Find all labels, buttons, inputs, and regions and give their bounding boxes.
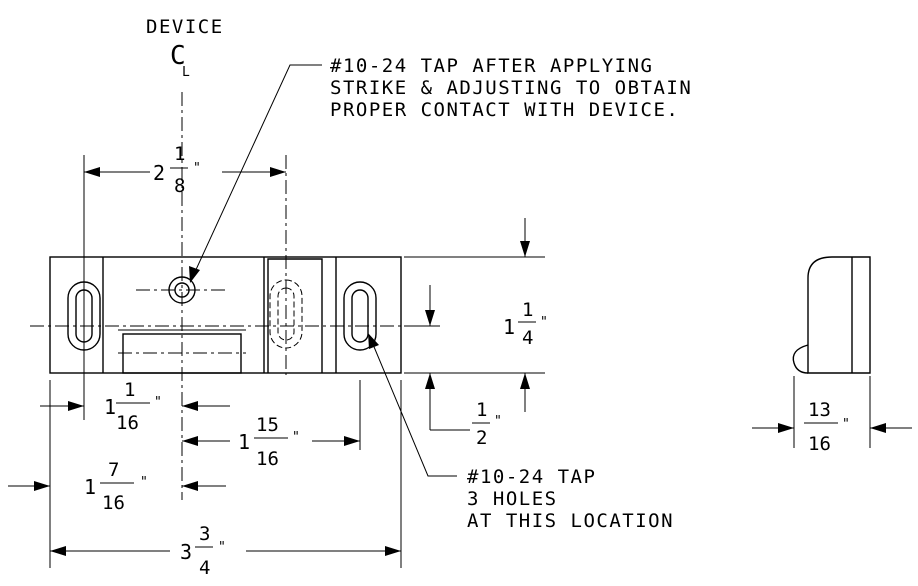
dim-height-num: 1 <box>522 299 533 321</box>
dim-right-hole-num: 15 <box>256 414 279 436</box>
dim-right-hole-den: 16 <box>256 448 279 470</box>
dim-side-depth-den: 16 <box>808 433 831 455</box>
device-label: DEVICE <box>146 16 224 38</box>
dim-height: 1 1 4 " <box>503 218 548 412</box>
dim-left-hole: 1 1 16 " <box>40 379 230 434</box>
dim-height-unit: " <box>540 315 548 330</box>
dim-height-whole: 1 <box>503 315 515 339</box>
dim-top-width-whole: 2 <box>153 161 165 185</box>
right-slot-outer <box>343 281 377 351</box>
bottom-note-line-1: #10-24 TAP <box>467 466 596 488</box>
dim-half-num: 1 <box>476 399 487 421</box>
bottom-note-line-2: 3 HOLES <box>467 488 558 510</box>
dim-right-hole: 1 15 16 " <box>182 414 360 470</box>
dim-side-depth-num: 13 <box>808 399 831 421</box>
dim-center-left-den: 16 <box>102 492 125 514</box>
dim-half-unit: " <box>494 414 502 429</box>
top-note-arrowhead <box>189 266 200 283</box>
dim-overall-num: 3 <box>199 523 210 545</box>
dim-top-width-unit: " <box>193 161 201 176</box>
bottom-note-leader <box>371 341 457 477</box>
centerline-symbol: C <box>170 41 186 71</box>
dim-half: 1 2 " <box>425 285 502 449</box>
dim-overall-whole: 3 <box>180 540 192 564</box>
dim-overall-den: 4 <box>199 557 210 579</box>
dim-left-hole-unit: " <box>154 395 162 410</box>
top-note: #10-24 TAP AFTER APPLYING STRIKE & ADJUS… <box>330 55 692 121</box>
dim-overall-unit: " <box>218 540 226 555</box>
dim-center-left-whole: 1 <box>84 475 96 499</box>
bottom-note: #10-24 TAP 3 HOLES AT THIS LOCATION <box>467 466 674 532</box>
dim-center-left-unit: " <box>140 475 148 490</box>
dim-top-width-den: 8 <box>174 175 185 197</box>
right-slot-inner <box>351 289 369 343</box>
device-label-group: DEVICE C L <box>146 16 224 80</box>
dim-right-hole-whole: 1 <box>238 430 250 454</box>
dim-half-den: 2 <box>476 427 487 449</box>
dim-side-depth: 13 16 " <box>752 399 912 455</box>
centerline-subscript: L <box>182 65 190 80</box>
top-note-line-2: STRIKE & ADJUSTING TO OBTAIN <box>330 77 692 99</box>
side-view <box>792 256 871 448</box>
dim-overall: 3 3 4 " <box>50 523 401 579</box>
dim-top-width: 2 1 8 " <box>84 143 286 197</box>
dim-left-hole-whole: 1 <box>104 395 116 419</box>
dim-right-hole-unit: " <box>292 430 300 445</box>
top-note-line-1: #10-24 TAP AFTER APPLYING <box>330 55 653 77</box>
dim-side-depth-unit: " <box>842 417 850 432</box>
dim-center-left: 1 7 16 " <box>8 459 226 514</box>
bottom-note-line-3: AT THIS LOCATION <box>467 510 674 532</box>
dim-center-left-num: 7 <box>108 459 119 481</box>
top-note-leader <box>193 64 322 275</box>
dim-left-hole-num: 1 <box>124 379 135 401</box>
dim-height-den: 4 <box>522 327 533 349</box>
top-note-line-3: PROPER CONTACT WITH DEVICE. <box>330 99 679 121</box>
front-view <box>30 256 420 374</box>
side-view-bump <box>792 344 809 374</box>
bottom-note-arrowhead <box>368 333 379 349</box>
raised-pad <box>267 258 323 373</box>
dim-left-hole-den: 16 <box>116 412 139 434</box>
dim-top-width-num: 1 <box>174 143 185 165</box>
side-view-outline <box>807 256 871 374</box>
